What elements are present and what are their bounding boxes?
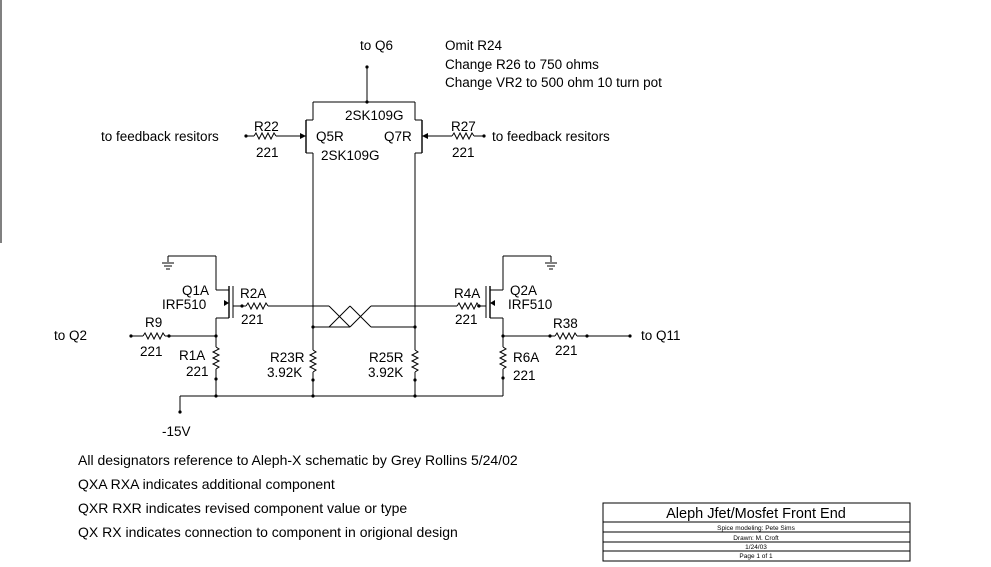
resistor-r23r: [308, 349, 318, 373]
q1a-part-label: IRF510: [162, 297, 206, 312]
junction-bus-r25r: [413, 394, 417, 398]
q2a-ref-label: Q2A: [510, 283, 537, 298]
label-to-q6: to Q6: [360, 38, 393, 53]
q7r-part-label: 2SK109G: [345, 108, 404, 123]
resistor-r6a: [498, 346, 508, 370]
r38-value-label: 221: [555, 343, 578, 358]
node-r23r: [311, 378, 315, 382]
label-to-q2: to Q2: [54, 328, 87, 343]
node-r27: [482, 134, 486, 138]
r27-value-label: 221: [452, 145, 475, 160]
label-neg15v: -15V: [162, 424, 191, 439]
wire-cross-b2: [349, 305, 372, 328]
q5r-part-label: 2SK109G: [321, 148, 380, 163]
r22-ref-label: R22: [254, 119, 279, 134]
mosfet-q1a-symbol: [216, 286, 242, 319]
resistor-r22: [253, 131, 277, 141]
jfet-q5r-symbol: [293, 119, 314, 165]
junction-bus-r23r: [311, 394, 315, 398]
note-bottom-4: QX RX indicates connection to component …: [78, 524, 458, 540]
note-top-1: Omit R24: [445, 38, 503, 53]
note-bottom-3: QXR RXR indicates revised component valu…: [78, 500, 407, 516]
wire-cross-b: [328, 305, 351, 328]
junction-bus-r1a: [214, 394, 218, 398]
q1a-ref-label: Q1A: [182, 283, 209, 298]
note-top-3: Change VR2 to 500 ohm 10 turn pot: [445, 75, 662, 90]
r2a-ref-label: R2A: [240, 286, 266, 301]
node-r22: [244, 134, 248, 138]
note-top-2: Change R26 to 750 ohms: [445, 57, 599, 72]
r27-ref-label: R27: [451, 119, 476, 134]
resistor-r1a: [211, 346, 221, 370]
node-r1a: [214, 377, 218, 381]
ground-left-symbol: [162, 262, 174, 270]
resistor-r2a: [245, 301, 269, 311]
q5r-ref-label: Q5R: [316, 129, 344, 144]
title-block-line2: Drawn: M. Croft: [733, 535, 779, 542]
node-r4a: [477, 304, 481, 308]
title-block-line3: 1/24/03: [745, 544, 767, 551]
resistor-r38: [554, 331, 578, 341]
title-block-title: Aleph Jfet/Mosfet Front End: [666, 506, 846, 522]
junction-top: [365, 100, 369, 104]
node-r38-b: [585, 334, 589, 338]
r23r-ref-label: R23R: [270, 350, 305, 365]
r1a-value-label: 221: [186, 364, 209, 379]
title-block-line4: Page 1 of 1: [739, 553, 773, 560]
node-r38: [548, 334, 552, 338]
q7r-ref-label: Q7R: [384, 129, 412, 144]
node-to-q2: [129, 334, 133, 338]
r22-value-label: 221: [256, 145, 279, 160]
resistor-r4a: [456, 301, 480, 311]
label-to-feedback-right: to feedback resitors: [492, 129, 610, 144]
r4a-value-label: 221: [455, 312, 478, 327]
note-bottom-2: QXA RXA indicates additional component: [78, 476, 335, 492]
jfet-q7r-symbol: [414, 119, 436, 165]
node-r2a: [240, 304, 244, 308]
r9-value-label: 221: [140, 344, 163, 359]
title-block: Aleph Jfet/Mosfet Front End Spice modeli…: [602, 502, 911, 562]
note-bottom-1: All designators reference to Aleph-X sch…: [78, 452, 518, 468]
r4a-ref-label: R4A: [454, 286, 480, 301]
label-to-feedback-left: to feedback resitors: [101, 129, 219, 144]
r6a-ref-label: R6A: [513, 350, 539, 365]
resistor-r27: [451, 131, 475, 141]
r25r-value-label: 3.92K: [368, 365, 403, 380]
label-to-q11: to Q11: [641, 328, 681, 343]
r23r-value-label: 3.92K: [267, 365, 302, 380]
mosfet-q2a-symbol: [477, 286, 503, 319]
r2a-value-label: 221: [241, 312, 264, 327]
r9-ref-label: R9: [145, 315, 162, 330]
node-to-q11: [628, 334, 632, 338]
title-block-line1: Spice modeling: Pete Sims: [717, 525, 795, 532]
node-neg15v: [178, 410, 182, 414]
node-r6a: [501, 376, 505, 380]
r25r-ref-label: R25R: [369, 350, 404, 365]
resistor-r9: [142, 331, 166, 341]
r38-ref-label: R38: [553, 316, 578, 331]
node-r9: [167, 334, 171, 338]
node-to-q6: [365, 65, 369, 69]
ground-right-symbol: [545, 262, 557, 270]
r6a-value-label: 221: [513, 368, 536, 383]
q2a-part-label: IRF510: [508, 297, 552, 312]
r1a-ref-label: R1A: [179, 348, 205, 363]
node-r25r: [413, 378, 417, 382]
resistor-r25r: [410, 349, 420, 373]
